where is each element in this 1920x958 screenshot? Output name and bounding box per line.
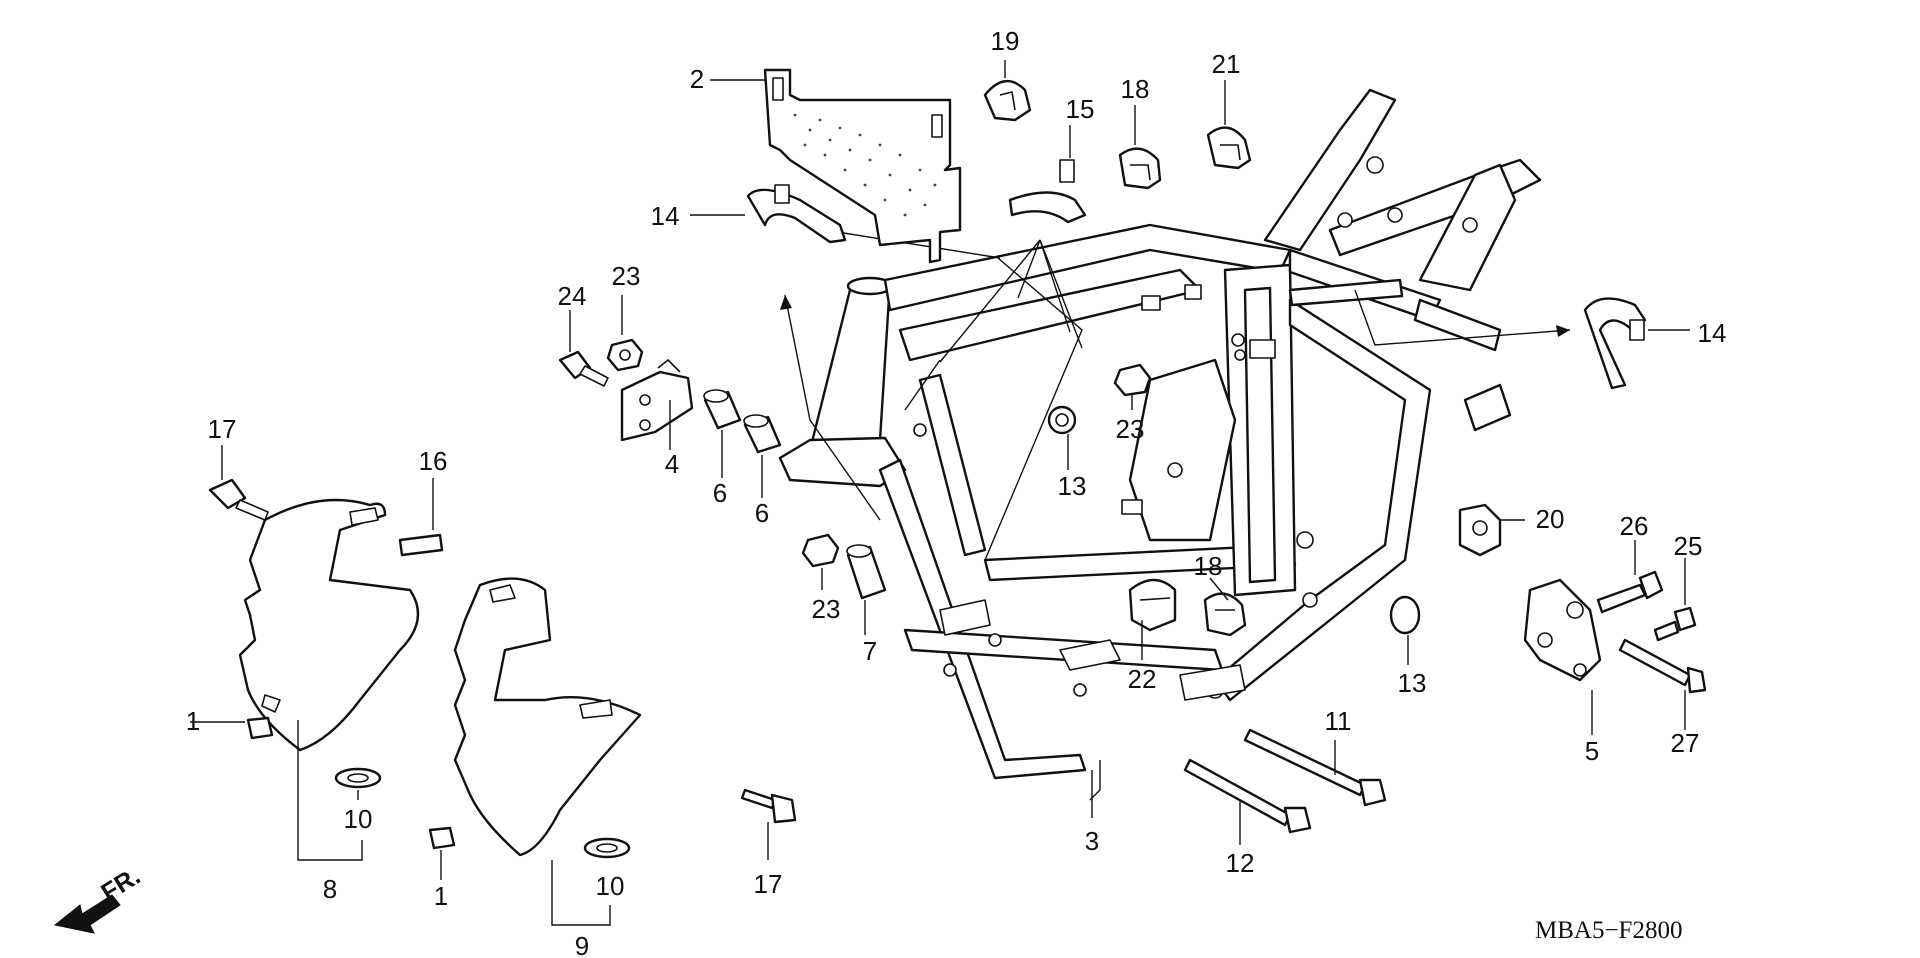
part-13-grommet-a xyxy=(1047,405,1077,435)
callout-3: 3 xyxy=(1085,826,1099,856)
part-25-bolt xyxy=(1653,606,1697,642)
part-5-bracket xyxy=(1523,578,1602,682)
callout-6-a: 6 xyxy=(713,478,727,508)
part-14-band-left xyxy=(746,184,847,244)
callout-13-b: 13 xyxy=(1398,668,1427,698)
callout-4: 4 xyxy=(665,449,679,479)
callout-10-a: 10 xyxy=(344,804,373,834)
part-12-long-bolt xyxy=(1183,758,1312,834)
part-18-clip-top xyxy=(1118,147,1162,190)
part-10-grommet-b xyxy=(583,837,631,859)
callout-26: 26 xyxy=(1620,511,1649,541)
main-frame xyxy=(778,88,1542,780)
callout-15: 15 xyxy=(1066,94,1095,124)
part-8-side-cover-left xyxy=(238,498,420,752)
part-23-nut-low xyxy=(801,533,840,568)
callout-14-b: 14 xyxy=(1698,318,1727,348)
part-18-clip-low xyxy=(1203,592,1247,637)
callout-18-b: 18 xyxy=(1194,551,1223,581)
callout-19: 19 xyxy=(991,26,1020,56)
callout-23-a: 23 xyxy=(612,261,641,291)
callout-18-a: 18 xyxy=(1121,74,1150,104)
part-1-nut-left-b xyxy=(428,826,456,850)
leader-18-low xyxy=(1209,577,1229,601)
part-6-collar-a xyxy=(703,389,742,430)
part-2-mat xyxy=(763,68,962,264)
callout-labels: 1 1 2 3 4 5 6 6 7 8 9 10 10 11 12 13 13 … xyxy=(186,26,1727,958)
callout-6-b: 6 xyxy=(755,498,769,528)
callout-20: 20 xyxy=(1536,504,1565,534)
part-10-grommet-a xyxy=(334,767,382,789)
part-20-bracket xyxy=(1458,503,1502,557)
part-27-bolt xyxy=(1618,638,1707,694)
part-22-clamp xyxy=(1128,578,1177,632)
callout-25: 25 xyxy=(1674,531,1703,561)
bracket-9 xyxy=(551,860,611,926)
part-26-bolt xyxy=(1596,570,1664,614)
part-21-clip xyxy=(1206,126,1252,170)
part-4-bracket xyxy=(620,359,694,442)
part-16-strip xyxy=(398,533,444,557)
diagram-code: MBA5−F2800 xyxy=(1535,917,1682,944)
part-14-band-right xyxy=(1583,297,1647,390)
part-17-bolt-low xyxy=(740,788,797,824)
part-1-nut-left-a xyxy=(246,716,274,740)
part-13-grommet-b xyxy=(1389,595,1421,635)
callout-10-b: 10 xyxy=(596,871,625,901)
callout-12: 12 xyxy=(1226,848,1255,878)
part-7-collar xyxy=(846,544,887,600)
bracket-8 xyxy=(297,720,363,861)
callout-24: 24 xyxy=(558,281,587,311)
part-6-collar-b xyxy=(743,414,782,454)
callout-5: 5 xyxy=(1585,736,1599,766)
front-direction-indicator: FR. xyxy=(53,862,145,934)
part-23-nut-top xyxy=(606,338,644,372)
callout-27: 27 xyxy=(1671,728,1700,758)
callout-23-b: 23 xyxy=(1116,414,1145,444)
callout-11: 11 xyxy=(1325,706,1352,736)
part-9-side-cover-right xyxy=(453,577,642,857)
callout-1-a: 1 xyxy=(186,706,200,736)
part-23-nut-mid xyxy=(1113,363,1152,397)
callout-7: 7 xyxy=(863,636,877,666)
part-19-clip xyxy=(983,80,1032,122)
callout-21: 21 xyxy=(1212,49,1241,79)
callout-9: 9 xyxy=(575,931,589,958)
callout-8: 8 xyxy=(323,874,337,904)
part-24-bolt xyxy=(558,350,609,387)
part-15-band xyxy=(1008,159,1087,224)
callout-16: 16 xyxy=(419,446,448,476)
callout-17-b: 17 xyxy=(754,869,783,899)
frame-guide-lines xyxy=(784,229,1571,801)
part-17-bolt-top xyxy=(208,478,269,521)
callout-2: 2 xyxy=(690,64,704,94)
callout-22: 22 xyxy=(1128,664,1157,694)
callout-23-c: 23 xyxy=(812,594,841,624)
callout-17-a: 17 xyxy=(208,414,237,444)
front-arrow-icon xyxy=(53,894,121,934)
callout-14-a: 14 xyxy=(651,201,680,231)
callout-13-a: 13 xyxy=(1058,471,1087,501)
callout-1-b: 1 xyxy=(434,881,448,911)
part-11-long-bolt xyxy=(1243,728,1387,807)
